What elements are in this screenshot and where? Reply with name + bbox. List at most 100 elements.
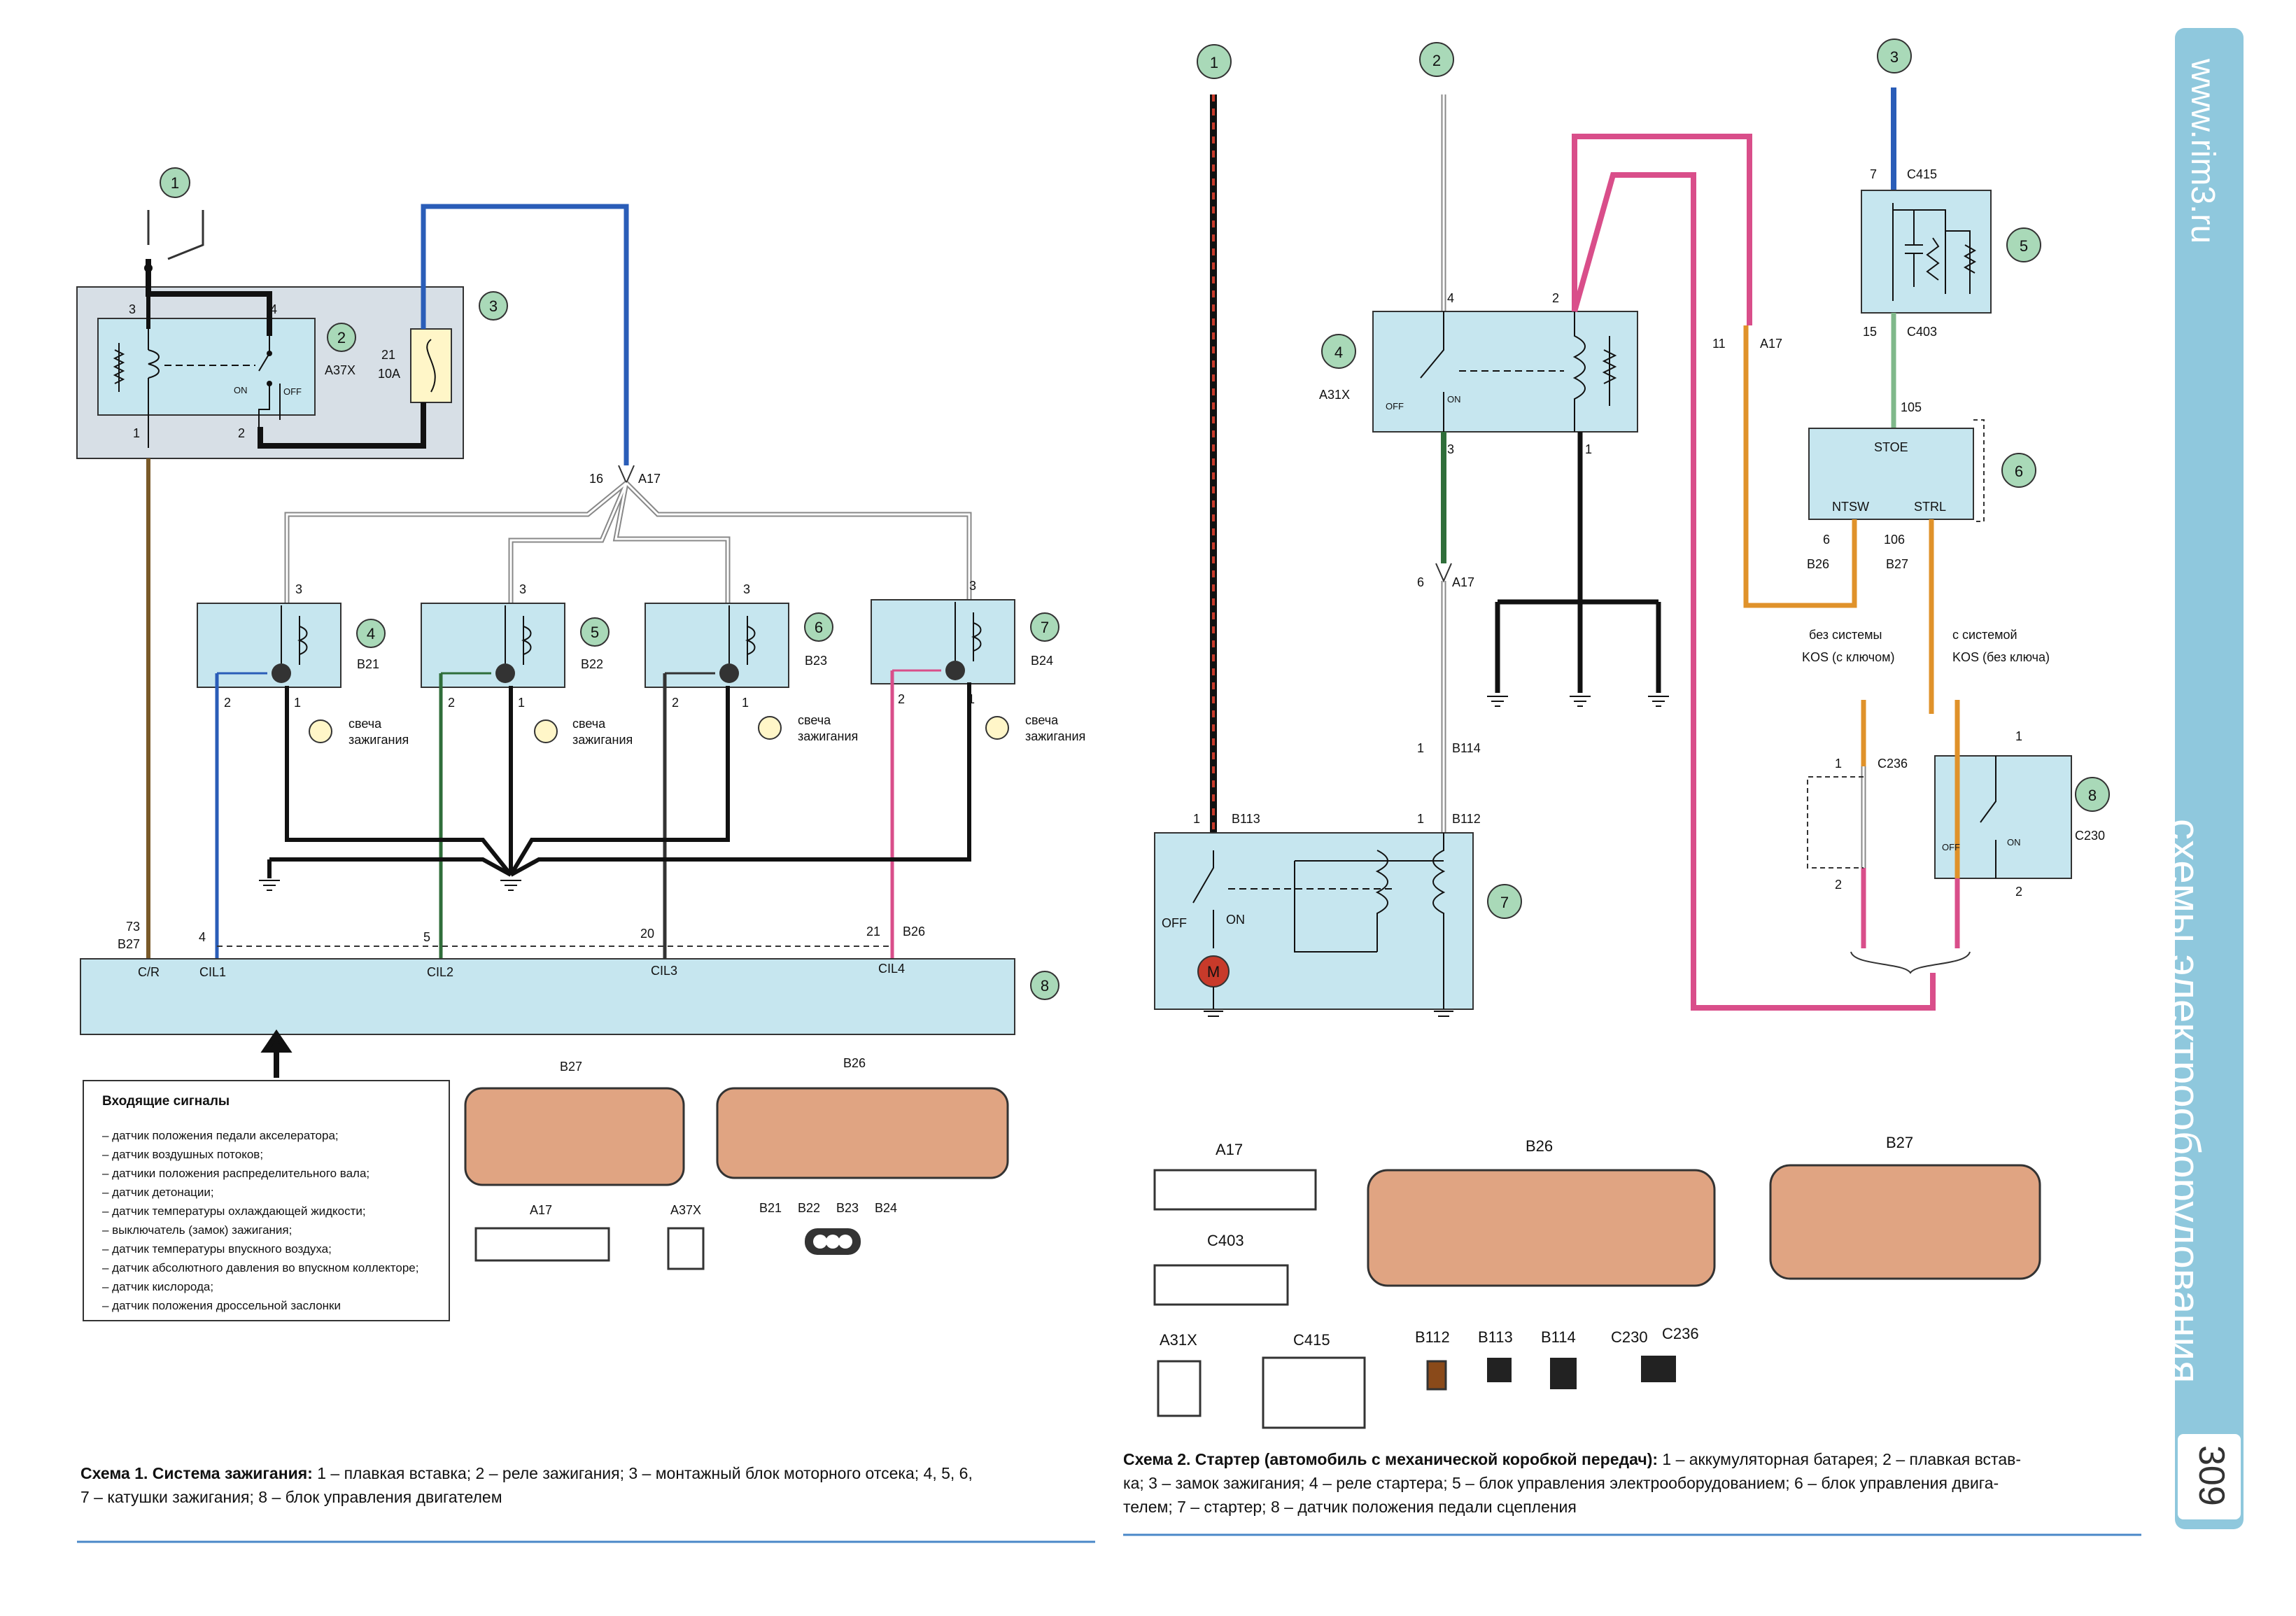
signal-item: – датчики положения распределительного в… [102,1167,370,1180]
coil1-spark-label2: зажигания [348,733,409,747]
b114-label: B114 [1452,741,1481,755]
junction-label: A17 [638,472,661,486]
conn2-a31x-title: A31X [1160,1331,1197,1349]
b112-pin: 1 [1417,812,1424,826]
marker-6-ecu [2001,453,2036,488]
white-feed-wires [284,481,972,605]
c403-label: C403 [1907,325,1937,339]
conn2-b112-title: B112 [1415,1328,1450,1346]
c230-pin2: 2 [2015,885,2022,899]
input-arrow [260,1029,293,1078]
relay-pin1-label: 1 [133,426,140,440]
coil3-pin2: 2 [672,696,679,710]
signal-item: – датчик температуры охлаждающей жидкост… [102,1204,366,1218]
ecu-label-cil1: CIL1 [199,965,226,979]
input-signals-title: Входящие сигналы [102,1094,230,1109]
note-no-kos-1: без системы [1809,628,1882,642]
b26-label: B26 [1807,557,1829,571]
conn-b23-title: B23 [836,1201,859,1215]
ecu-pin-cil2: 5 [423,930,430,944]
coil2-pin3: 3 [519,582,526,596]
ecu-pin-cr: 73 [126,920,140,934]
connector-b27 [464,1087,685,1186]
ecu-pin-cil4: 21 [866,925,880,939]
side-tab [2175,28,2244,1529]
section-title: схемы электрооборудования [2162,819,2209,1384]
coil4-spark-label2: зажигания [1025,729,1085,743]
relay-off: OFF [1386,401,1404,412]
relay-resistor [113,343,125,392]
marker-2-ignition-relay [327,323,356,352]
relay-pin4: 4 [1447,291,1454,305]
b114-pin: 1 [1417,741,1424,755]
b26-pin6: 6 [1823,533,1830,547]
conn2-b26-title: B26 [1526,1137,1553,1155]
marker-7-starter [1487,884,1522,919]
coil3-connector-label: B23 [805,654,827,668]
marker-2-label: 2 [337,329,346,346]
c415-pin: 7 [1870,167,1877,181]
coil2-spark-label: свеча [572,717,606,731]
b113-pin: 1 [1193,812,1200,826]
starter-off: OFF [1162,916,1187,930]
coil1-pin3: 3 [295,582,302,596]
conn2-b113-title: B113 [1478,1328,1513,1346]
pin-105: 105 [1901,400,1922,414]
fuse-link-wires [147,210,204,260]
junction-dot [144,264,153,272]
connector2-b26 [1367,1169,1716,1287]
signal-item: – датчик положения дроссельной заслонки [102,1299,341,1312]
ecu-pin-cil1: 4 [199,930,206,944]
c415-label: C415 [1907,167,1937,181]
conn2-b27-title: B27 [1886,1134,1913,1151]
ignition-relay [97,318,316,416]
pink-clutch-wire [1572,172,1936,1011]
coil3-spark-label: свеча [798,713,831,727]
coil4-connector-label: B24 [1031,654,1053,668]
fuse-10a [410,328,452,403]
connector2-c415 [1262,1356,1366,1429]
conn2-c230-title: C230 [1611,1328,1648,1346]
connector-a17 [474,1227,610,1262]
fuse-number-label: 21 [381,348,395,362]
coil4-pin2: 2 [898,692,905,706]
marker-7-label: 7 [1500,894,1509,911]
b113-label: B113 [1232,812,1260,826]
c236-pin2: 2 [1835,878,1842,892]
marker-1-battery [1197,44,1232,79]
coil4-pin1: 1 [968,692,975,706]
a17-label-upper: A17 [1760,337,1782,351]
marker-8-clutch [2075,777,2110,812]
conn-b24-title: B24 [875,1201,897,1215]
coil1-spark-label: свеча [348,717,382,731]
orange-strl-wire [1852,519,1934,714]
marker-5-label: 5 [2020,237,2028,255]
a17-pin6: 6 [1417,575,1424,589]
blue-supply-wire [421,204,629,465]
relay-feed-wire [146,259,272,336]
marker-1-label: 1 [171,174,179,192]
marker-8-label: 8 [2088,787,2097,804]
connector2-b112 [1426,1360,1447,1391]
signal-item: – датчик детонации; [102,1186,214,1199]
relay-pin3: 3 [1447,442,1454,456]
conn2-a17-title: A17 [1216,1141,1243,1158]
relay-pin4-label: 4 [270,302,277,316]
relay-off-label: OFF [283,386,302,397]
caption2-line3: телем; 7 – стартер; 8 – датчик положения… [1123,1498,1577,1516]
caption1-line1: 1 – плавкая вставка; 2 – реле зажигания;… [312,1464,973,1482]
a17-pin11: 11 [1712,337,1726,351]
ecu-conn-cr: B27 [118,937,140,951]
conn-b21-title: B21 [759,1201,782,1215]
coil1-pin1: 1 [294,696,301,710]
conn2-c236-title: C236 [1662,1325,1699,1342]
coil-ground-wires [267,682,971,878]
connector-a37x [667,1227,705,1270]
engine-control-unit [80,958,1015,1035]
relay-fuse-wire [258,402,426,449]
page-number: 309 [2191,1445,2232,1506]
caption2-title: Схема 2. Стартер (автомобиль с механичес… [1123,1450,1658,1468]
marker-5-body-control-unit [2006,227,2041,262]
ecu-label-cil4: CIL4 [878,962,905,976]
